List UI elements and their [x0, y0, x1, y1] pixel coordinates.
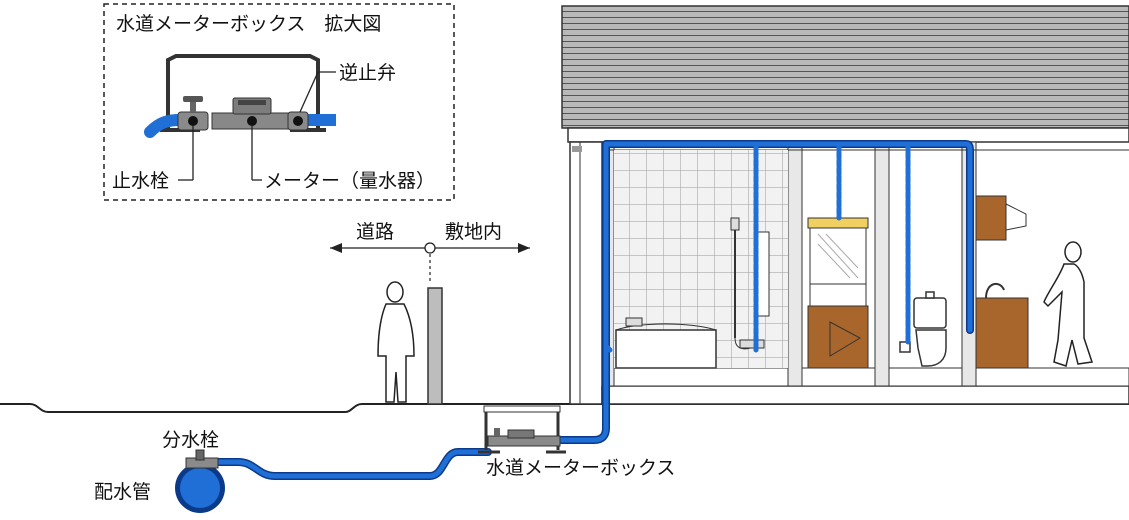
property-boundary: 道路 敷地内: [330, 221, 530, 284]
person-silhouette-kitchen: [1043, 241, 1093, 367]
toilet: [899, 291, 947, 367]
branch-valve-label: 分水栓: [162, 429, 219, 451]
inset-enlarged-view: 水道メーターボックス 拡大図 逆止弁: [103, 3, 455, 201]
inset-title: 水道メーターボックス 拡大図: [116, 13, 381, 35]
road-label: 道路: [356, 221, 394, 243]
roof: [561, 5, 1129, 129]
bathtub: [615, 317, 717, 369]
inset-check-valve: [287, 111, 309, 131]
shower: [730, 217, 765, 350]
supply-pipes: [212, 140, 974, 480]
water-main-label: 配水管: [94, 481, 151, 503]
inset-inlet-pipe: [144, 114, 186, 138]
ground-line: [0, 403, 1129, 413]
inset-stop-valve: [177, 96, 209, 131]
boundary-post: [427, 287, 443, 405]
meter-box-label: 水道メーターボックス: [486, 457, 675, 479]
person-silhouette-road: [377, 281, 415, 403]
inset-water-meter: [211, 97, 291, 130]
meter-box: [478, 405, 566, 454]
kitchen: [975, 195, 1029, 369]
inset-check-valve-label: 逆止弁: [339, 62, 396, 84]
inset-meter-label: メーター（量水器）: [264, 170, 435, 192]
branch-valve: [185, 449, 219, 469]
vanity: [807, 217, 869, 369]
house: [561, 5, 1129, 405]
premises-label: 敷地内: [445, 221, 502, 243]
water-main-pipe: [175, 463, 225, 513]
inset-stop-valve-label: 止水栓: [112, 170, 169, 192]
